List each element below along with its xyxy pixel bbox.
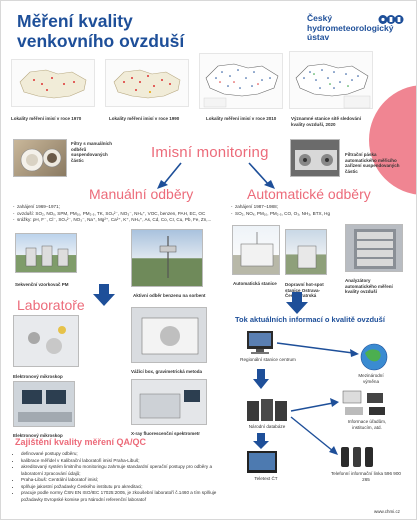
xray-spectrometer-caption: X-ray fluorescenční spektrometr — [131, 431, 201, 436]
spectrometer-icon — [139, 390, 200, 419]
chmi-logo-icon — [378, 15, 404, 24]
globe-icon — [360, 343, 388, 371]
manual-bullets: zahájení 1969–1971; ovzduší: SO₂, NOₓ, S… — [11, 204, 231, 224]
filter-disc-icon — [20, 148, 62, 172]
flow-node-regional: Regionální stanice centrum — [240, 357, 296, 362]
map-caption-1990: Lokality měření imisí v roce 1990 — [109, 116, 180, 121]
sampler-caption: Filtrační páska automatického měřicího z… — [345, 152, 400, 174]
analyzers-photo — [345, 224, 403, 272]
qa-qc-bullets: definované postupy odběru; kalibrace měř… — [15, 451, 229, 503]
electron-microscope-photo — [13, 315, 79, 367]
hotspot-station-photo — [285, 229, 327, 275]
qa-qc-heading: Zajištění kvality měření QA/QC — [15, 437, 147, 447]
monitor-icon — [18, 390, 72, 422]
analyzer-rack-icon — [354, 229, 396, 269]
flow-heading: Tok aktuálních informací o kvalitě ovzdu… — [235, 315, 385, 324]
org-name-line-2: hydrometeorologický — [307, 22, 394, 33]
weighing-box-photo — [131, 307, 207, 363]
org-name: Český hydrometeorologický ústav — [307, 13, 394, 43]
sampler-station-icon — [25, 245, 69, 267]
analyzers-caption: Analyzátory automatického měření kvality… — [345, 278, 393, 294]
qa-bullet: pracuje podle normy ČSN EN ISO/IEC 17025… — [21, 490, 229, 503]
qa-bullet: kalibrace měřidel v Kalibrační laboratoř… — [21, 458, 229, 465]
station-icon — [297, 245, 317, 269]
flow-node-international: Mezinárodní výměna — [358, 373, 384, 385]
phone-icon — [341, 447, 373, 467]
mast-icon — [159, 236, 177, 278]
container-station-icon — [240, 232, 274, 267]
title-line-2: venkovního ovzduší — [17, 31, 185, 51]
org-name-line-1: Český — [307, 13, 333, 23]
laboratories-heading: Laboratoře — [17, 297, 85, 313]
title-line-1: Měření kvality — [17, 11, 133, 31]
flow-node-database: Národní databáze — [248, 424, 286, 429]
filters-caption: Filtry s manuálních odběrů suspendovanýc… — [71, 141, 113, 163]
regional-center-icon — [247, 331, 273, 354]
org-name-line-3: ústav — [307, 32, 330, 42]
qa-bullet: Praha-Libuš: Centrální laboratoř imisí; — [21, 477, 229, 484]
electron-microscope-room-caption: Elektronový mikroskop — [13, 433, 63, 438]
auto-bullet: SO₂, NOₓ, PM₁₀, PM₂.₅, CO, O₃, NH₃, BTX,… — [235, 211, 409, 218]
printer-fax-icon — [342, 390, 385, 415]
footer-url: www.chmi.cz — [374, 509, 401, 514]
sequential-sampler-photo — [15, 233, 77, 273]
tape-sampler-icon — [295, 150, 337, 170]
manual-bullet: srážky: pH, F⁻, Cl⁻, SO₄²⁻, NO₃⁻, Na⁺, M… — [17, 217, 231, 224]
database-server-icon — [247, 399, 287, 421]
map-caption-2010: Lokality měření imisí v roce 2010 — [206, 116, 277, 121]
arrow-down-icon — [93, 284, 115, 306]
map-2020 — [289, 51, 373, 109]
auto-bullets: zahájení 1987–1988; SO₂, NOₓ, PM₁₀, PM₂.… — [229, 204, 409, 217]
czech-map-icon — [113, 69, 181, 99]
particle-image-icon — [28, 326, 66, 354]
filters-photo — [13, 139, 67, 177]
flow-node-phone: Telefonní informační linka 596 900 265 — [331, 471, 401, 483]
flow-node-info: Informace úřadům, institucím, atd. — [347, 419, 387, 431]
automatic-station-photo — [232, 225, 280, 275]
manual-bullet: zahájení 1969–1971; — [17, 204, 231, 211]
tv-icon — [247, 451, 277, 473]
auto-bullet: zahájení 1987–1988; — [235, 204, 409, 211]
information-flow-diagram — [247, 331, 388, 473]
split-arrows-icon — [157, 162, 275, 189]
qa-bullet: akreditovaný systém limitního monitoring… — [21, 464, 229, 477]
decorative-circle — [369, 85, 416, 195]
arrow-down-icon — [286, 292, 308, 314]
weighing-box-icon — [141, 317, 199, 355]
czech-map-icon — [295, 63, 371, 109]
benzene-sampling-caption: Aktivní odběr benzenu na sorbent — [133, 293, 206, 298]
map-1990 — [105, 59, 189, 107]
czech-map-icon — [203, 63, 279, 108]
qa-bullet: definované postupy odběru; — [21, 451, 229, 458]
flow-node-teletext: Teletext ČT — [254, 476, 278, 481]
weighing-box-caption: Vážící box, gravimetrická metoda — [131, 369, 203, 374]
sampler-photo — [290, 139, 340, 177]
czech-map-icon — [19, 69, 87, 99]
auto-heading: Automatické odběry — [247, 186, 371, 202]
electron-microscope-caption: Elektronový mikroskop — [13, 374, 63, 379]
map-caption-2020: Významné stanice sítě sledování kvality … — [291, 116, 362, 127]
qa-bullet: splňuje jakostní požadavky Českého insti… — [21, 484, 229, 491]
map-1970 — [11, 59, 95, 107]
electron-microscope-room-photo — [13, 381, 75, 427]
map-2010 — [199, 53, 283, 109]
manual-bullet: ovzduší: SO₂, NOₓ, SPM, PM₁₀, PM₂.₅, TK,… — [17, 211, 231, 218]
benzene-sampling-photo — [131, 229, 203, 287]
map-caption-1970: Lokality měření imisí v roce 1970 — [11, 116, 82, 121]
automatic-station-caption: Automatická stanice — [233, 281, 277, 286]
manual-heading: Manuální odběry — [89, 186, 194, 202]
xray-spectrometer-photo — [131, 379, 207, 425]
page-title: Měření kvality venkovního ovzduší — [17, 11, 184, 51]
imisni-monitoring-heading: Imisní monitoring — [151, 144, 269, 161]
sequential-sampler-caption: Sekvenční vzorkovač PM — [15, 282, 69, 287]
